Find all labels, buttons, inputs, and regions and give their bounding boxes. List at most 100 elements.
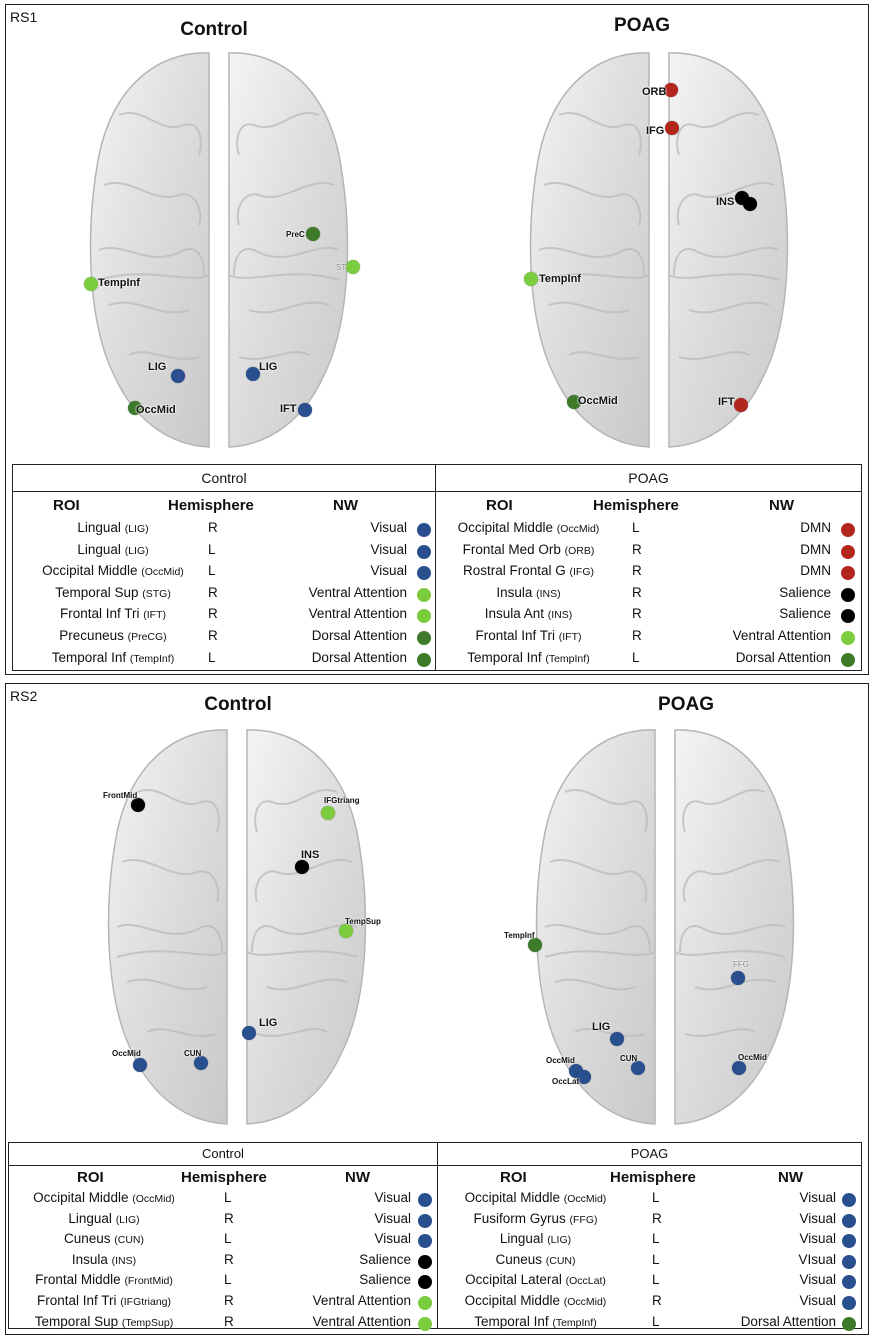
roi-abbreviation: (CUN) (114, 1234, 145, 1247)
roi-abbreviation: (STG) (142, 587, 171, 600)
roi-name: Temporal Inf (467, 649, 546, 665)
rs1-control-label-lig-right: LIG (259, 361, 278, 373)
roi-cell: Insula (INS) (9, 1252, 199, 1267)
rs1-poag-label-occmid: OccMid (578, 395, 618, 407)
network-cell: Visual (370, 520, 407, 535)
roi-cell: Insula (INS) (436, 585, 621, 600)
roi-abbreviation: (TempInf) (545, 652, 590, 665)
network-cell: DMN (800, 563, 831, 579)
network-color-dot (842, 1316, 856, 1331)
roi-abbreviation: (LIG) (115, 1213, 140, 1226)
hemisphere-cell: R (632, 563, 642, 579)
hemisphere-cell: L (632, 649, 640, 665)
roi-cell: Lingual (LIG) (9, 1211, 199, 1226)
rs2-poag-col-hemisphere: Hemisphere (610, 1169, 696, 1186)
roi-cell: Temporal Inf (TempInf) (13, 650, 213, 665)
hemisphere-cell: R (208, 628, 218, 643)
roi-cell: Temporal Sup (TempSup) (9, 1314, 199, 1329)
network-color-dot (417, 631, 431, 645)
roi-cell: Insula Ant (INS) (436, 606, 621, 621)
roi-name: Occipital Middle (464, 1293, 564, 1308)
network-cell: Visual (799, 1190, 836, 1205)
hemisphere-cell: L (224, 1190, 232, 1205)
rs2-control-label-frontmid: FrontMid (103, 791, 138, 800)
roi-name: Occipital Lateral (465, 1272, 566, 1288)
rs2-control-brain (72, 722, 402, 1132)
hemisphere-cell: R (208, 520, 218, 535)
hemisphere-cell: R (224, 1210, 234, 1226)
network-color-dot (841, 631, 855, 645)
roi-cell: Occipital Middle (OccMid) (438, 1190, 633, 1205)
network-color-dot (841, 609, 855, 624)
network-cell: Salience (779, 584, 831, 600)
roi-abbreviation: (OccMid) (563, 1296, 607, 1308)
network-cell: Dorsal Attention (740, 1313, 836, 1329)
roi-abbreviation: (OccMid) (132, 1193, 175, 1205)
rs2-control-marker-tempsup (339, 924, 353, 938)
rs1-control-marker-lig-left (171, 369, 185, 383)
roi-name: Temporal Inf (51, 649, 130, 665)
roi-abbreviation: (TempInf) (552, 1316, 597, 1329)
rs2-poag-marker-tempinf (528, 938, 542, 952)
rs2-control-label-occmid: OccMid (112, 1049, 141, 1058)
network-color-dot (417, 523, 431, 537)
rs1-poag-col-hemisphere: Hemisphere (593, 497, 679, 514)
rs1-control-marker-prec (306, 227, 320, 241)
network-cell: Salience (779, 606, 831, 622)
network-cell: Visual (799, 1210, 836, 1226)
hemisphere-cell: R (652, 1293, 662, 1308)
roi-abbreviation: (TempSup) (121, 1316, 174, 1329)
hemisphere-cell: L (652, 1251, 660, 1267)
rs1-poag-marker-ifg (665, 121, 679, 135)
rs1-control-marker-st (346, 260, 360, 274)
network-cell: Visual (799, 1231, 836, 1247)
rs1-control-label-ift: IFT (280, 403, 297, 415)
rs2-poag-col-nw: NW (778, 1169, 803, 1186)
roi-abbreviation: (ORB) (564, 544, 595, 557)
rs2-poag-label-occlat: OccLat (552, 1077, 580, 1086)
rs2-legend-table: Control ROI Hemisphere NW Occipital Midd… (8, 1142, 862, 1331)
roi-name: Lingual (68, 1210, 116, 1226)
roi-name: Insula (496, 584, 537, 600)
roi-cell: Temporal Inf (TempInf) (438, 1314, 633, 1329)
roi-name: Frontal Inf Tri (475, 628, 559, 643)
roi-cell: Rostral Frontal G (IFG) (436, 563, 621, 578)
roi-abbreviation: (INS) (111, 1254, 137, 1267)
roi-abbreviation: (FFG) (569, 1213, 598, 1226)
rs2-col-hemisphere: Hemisphere (181, 1169, 267, 1186)
network-cell: Ventral Attention (312, 1313, 411, 1329)
network-cell: Ventral Attention (308, 606, 407, 622)
rs1-table-poag: POAG ROI Hemisphere NW Occipital Middle … (435, 465, 861, 670)
roi-cell: Cuneus (CUN) (9, 1231, 199, 1246)
roi-cell: Lingual (LIG) (13, 520, 213, 535)
rs2-poag-marker-cun (631, 1061, 645, 1075)
network-cell: Visual (374, 1190, 411, 1205)
table-row: Temporal Sup (TempSup) R Ventral Attention (9, 1314, 437, 1335)
rs1-poag-col-roi: ROI (486, 497, 513, 514)
rs1-poag-col-nw: NW (769, 497, 794, 514)
roi-cell: Frontal Inf Tri (IFT) (436, 628, 621, 643)
rs2-control-label-ifgtriang: IFGtriang (324, 796, 360, 805)
rs1-poag-label-ifg: IFG (646, 125, 665, 137)
rs2-poag-label-occmid-right: OccMid (738, 1053, 767, 1062)
hemisphere-cell: L (208, 649, 216, 665)
rs2-control-label-cun: CUN (184, 1049, 202, 1058)
rs1-poag-brain (494, 45, 824, 455)
hemisphere-cell: L (652, 1190, 660, 1205)
rs2-col-nw: NW (345, 1169, 370, 1186)
rs2-control-label-tempsup: TempSup (345, 917, 381, 926)
rs2-table-poag: POAG ROI Hemisphere NW Occipital Middle … (437, 1143, 861, 1331)
rs2-table-poag-header: POAG (438, 1143, 861, 1166)
rs2-control-marker-ins (295, 860, 309, 874)
hemisphere-cell: R (224, 1313, 234, 1329)
roi-abbreviation: (INS) (536, 587, 561, 600)
roi-name: Insula Ant (484, 606, 548, 622)
hemisphere-cell: L (208, 541, 216, 557)
hemisphere-cell: R (224, 1251, 234, 1267)
roi-cell: Frontal Inf Tri (IFGtriang) (9, 1293, 199, 1308)
